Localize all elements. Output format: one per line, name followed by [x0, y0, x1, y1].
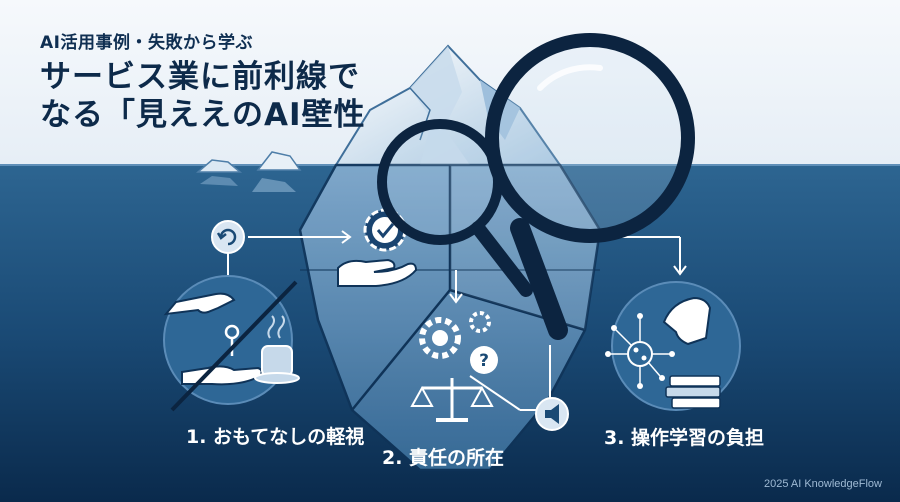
- page-title: サービス業に前利線で なる「見ええのAI壁性: [40, 58, 366, 134]
- title-line-1: サービス業に前利線で: [40, 59, 360, 95]
- hospitality-crossed-icon: [163, 275, 300, 412]
- open-hand-icon: [337, 258, 418, 287]
- large-magnifier-icon: [485, 33, 695, 340]
- svg-text:?: ?: [479, 351, 489, 371]
- megaphone-icon: [535, 397, 569, 431]
- section-label-3: 3. 操作学習の負担: [604, 427, 765, 449]
- section-label-1: 1. おもてなしの軽視: [186, 426, 365, 448]
- ice-floes: [195, 151, 302, 192]
- section-label-2: 2. 責任の所在: [382, 447, 505, 469]
- subtitle: AI活用事例・失敗から学ぶ: [40, 33, 253, 53]
- copyright: 2025 AI KnowledgeFlow: [763, 478, 882, 490]
- small-magnifier-icon: [377, 119, 533, 297]
- title-line-2: なる「見ええのAI壁性: [40, 97, 366, 133]
- refresh-arrow-icon: [211, 220, 245, 254]
- gears-question-scale-icon: ?: [410, 311, 498, 422]
- learning-network-icon: [605, 281, 741, 411]
